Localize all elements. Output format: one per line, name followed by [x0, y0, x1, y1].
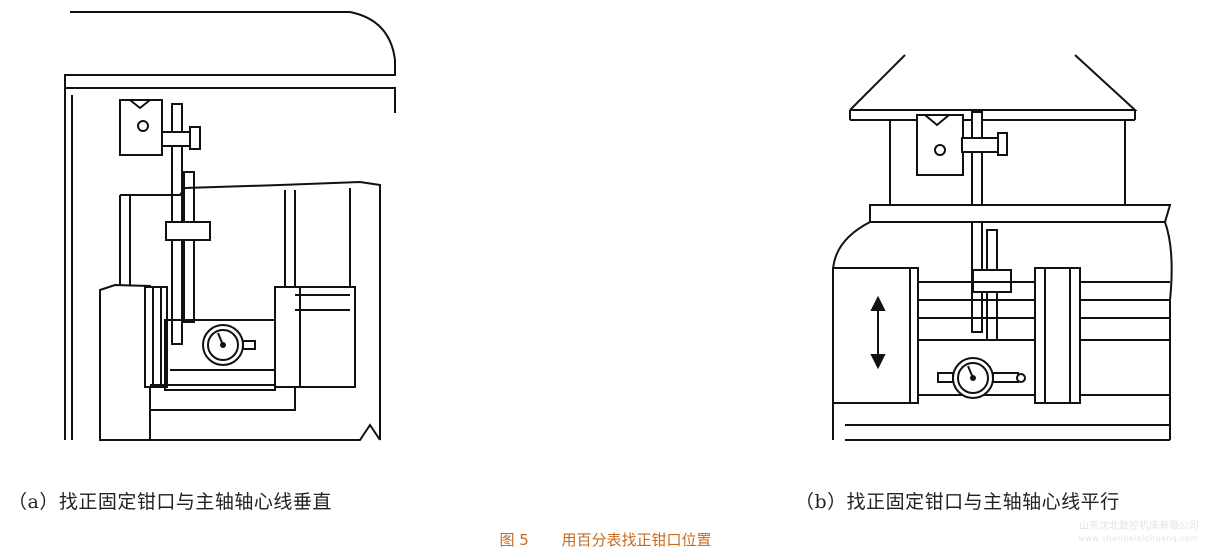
watermark-url: www.shenbeixichuang.com	[1078, 534, 1199, 543]
figure-title: 用百分表找正钳口位置	[561, 531, 712, 549]
diagram-b-vise-parallel	[832, 54, 1173, 441]
caption-b: （b）找正固定钳口与主轴轴心线平行	[795, 491, 1120, 513]
diagram-a-vise-perpendicular	[64, 11, 396, 441]
caption-a: （a）找正固定钳口与主轴轴心线垂直	[8, 491, 332, 513]
watermark-company: 山东沈北数控机床有限公司	[1079, 521, 1199, 532]
figure-title-line: 图 5 用百分表找正钳口位置	[0, 529, 1211, 550]
figure-number: 图 5	[499, 531, 529, 549]
watermark: 山东沈北数控机床有限公司 www.shenbeixichuang.com	[1024, 521, 1199, 545]
